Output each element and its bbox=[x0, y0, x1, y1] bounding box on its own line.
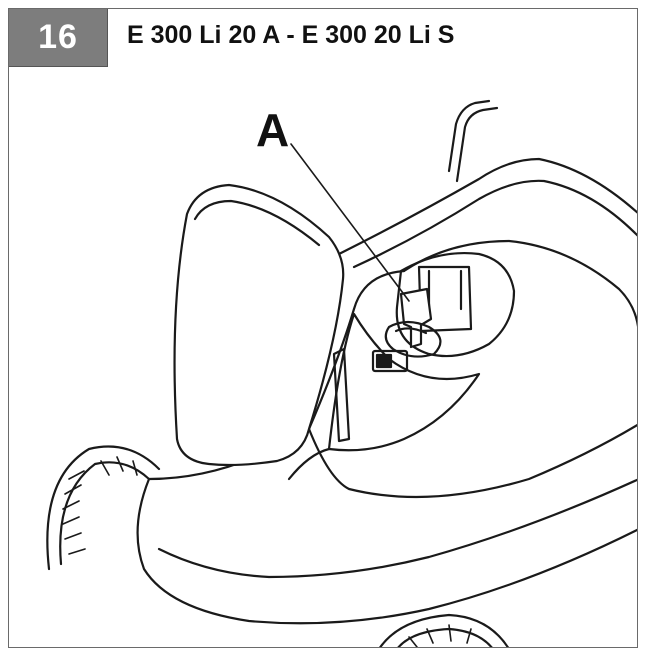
callout-label-a: A bbox=[256, 104, 290, 156]
step-badge: 16 bbox=[9, 9, 108, 67]
front-wheel bbox=[46, 445, 161, 571]
callout-leader bbox=[290, 143, 410, 302]
handle-bar bbox=[447, 99, 499, 183]
cover-flap bbox=[173, 183, 345, 467]
mower-body bbox=[136, 157, 637, 625]
mower-illustration bbox=[46, 99, 637, 647]
step-number: 16 bbox=[38, 18, 78, 56]
model-title: E 300 Li 20 A - E 300 20 Li S bbox=[127, 21, 455, 49]
figure-frame: 16 E 300 Li 20 A - E 300 20 Li S A bbox=[8, 8, 638, 648]
battery-compartment bbox=[327, 251, 516, 452]
rear-wheel bbox=[379, 613, 509, 647]
key-icon bbox=[384, 287, 442, 358]
battery-icon bbox=[371, 349, 409, 373]
